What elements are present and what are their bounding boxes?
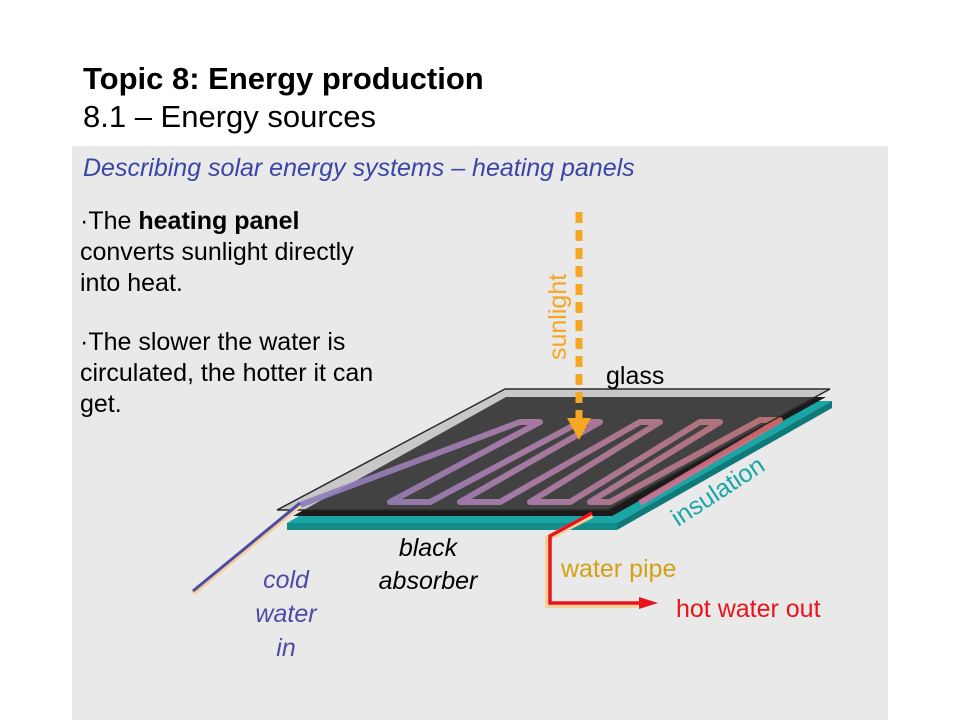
cold-water-pipe [191,503,302,595]
bullet-text: converts sunlight directly into heat. [80,238,354,297]
black-absorber-label-line2: absorber [379,567,479,595]
glass-label: glass [606,362,664,390]
serpentine-pipe [298,417,783,508]
hot-water-pipe-core [548,511,640,605]
black-absorber-label-line1: black [399,534,459,562]
insulation-side-right [617,401,832,530]
sunlight-label: sunlight [544,274,572,360]
water-pipe-label: water pipe [560,555,676,583]
hot-water-arrowhead [639,597,658,609]
bullet-slower-water: ·The slower the water is circulated, the… [80,327,410,420]
bullet-text: The [88,207,139,235]
bullet-dot: · [80,207,89,235]
bullet-text: The slower the water is circulated, the … [80,328,374,418]
cold-water-label-line3: in [276,634,295,662]
sunlight-arrowhead [567,418,591,440]
bullet-bold-text: heating panel [138,207,300,235]
cold-water-label-line1: cold [263,566,310,594]
bullet-dot: · [80,328,89,356]
cold-water-label-line2: water [255,600,318,628]
bullet-heating-panel: ·The heating panel converts sunlight dir… [80,206,380,299]
slide-subtitle: Describing solar energy systems – heatin… [83,154,635,182]
cold-water-pipe-core [192,501,301,593]
hot-water-out-label: hot water out [676,595,821,623]
title-block: Topic 8: Energy production 8.1 – Energy … [83,60,484,136]
section-title: 8.1 – Energy sources [83,99,376,134]
insulation-side [287,523,617,530]
topic-title: Topic 8: Energy production [83,61,484,96]
glass-sheet [276,388,831,511]
